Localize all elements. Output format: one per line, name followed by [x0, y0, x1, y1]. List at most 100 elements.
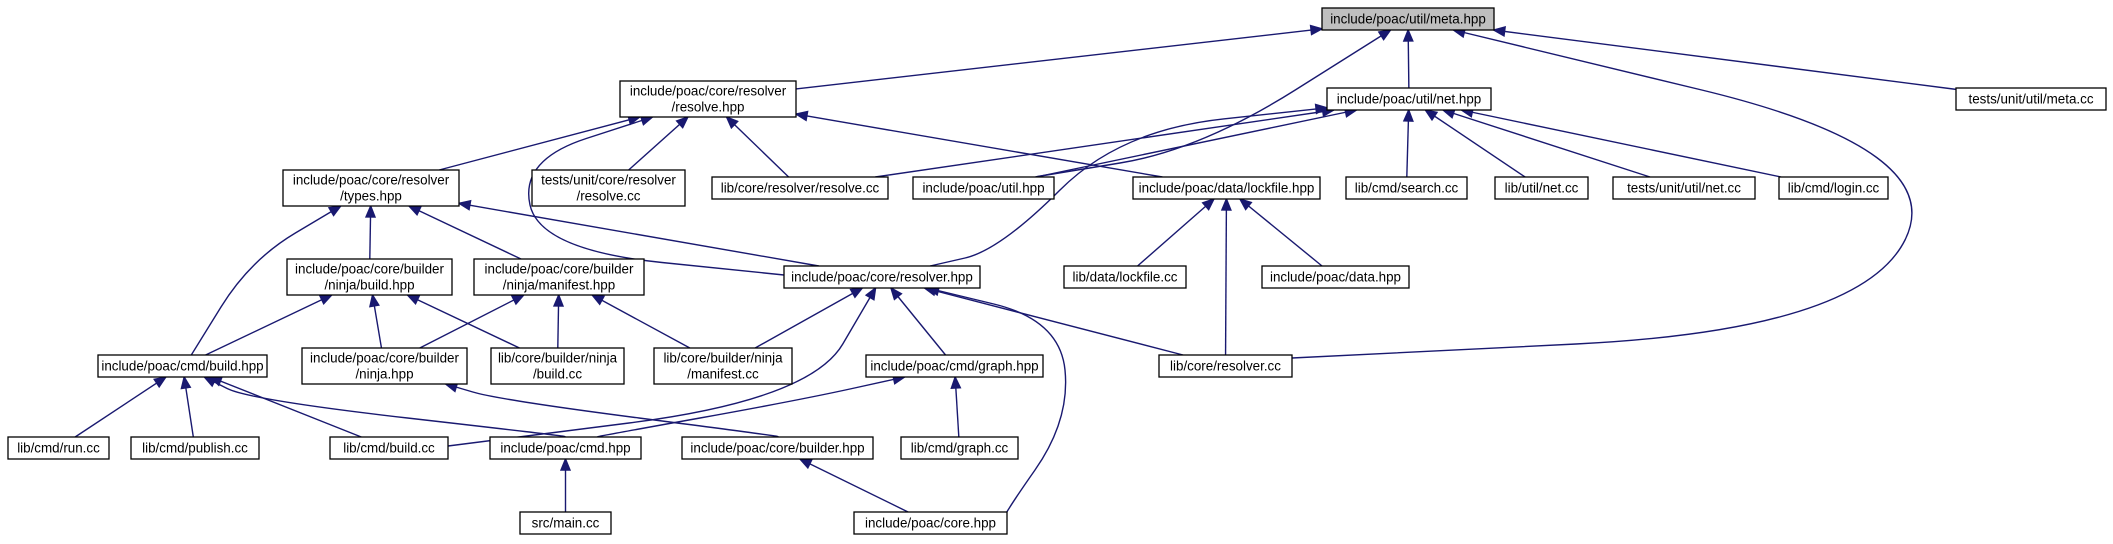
edge-line — [929, 107, 1328, 267]
node-login-cc[interactable]: lib/cmd/login.cc — [1778, 176, 1889, 200]
edge-ninja_hpp-builder_hpp — [443, 381, 779, 438]
edge-resolver_hpp-build_cc — [447, 286, 877, 447]
node-label: /resolve.hpp — [672, 100, 745, 115]
edge-line — [795, 113, 1163, 178]
node-label: include/poac/core/resolver — [630, 84, 787, 99]
node-label: /manifest.cc — [687, 367, 759, 382]
node-ninja-hpp[interactable]: include/poac/core/builder/ninja.hpp — [301, 347, 468, 385]
edge-line — [726, 116, 790, 178]
node-label: /types.hpp — [340, 189, 402, 204]
node-label: include/poac/core.hpp — [865, 516, 996, 531]
node-label: tests/unit/util/meta.cc — [1968, 92, 2093, 107]
edge-line — [596, 376, 905, 438]
node-box — [1158, 354, 1293, 378]
node-label: lib/data/lockfile.cc — [1073, 270, 1178, 285]
edge-line — [1035, 29, 1391, 178]
edge-line — [204, 376, 566, 438]
edge-arrowhead — [407, 205, 422, 217]
node-types-hpp[interactable]: include/poac/core/resolver/types.hpp — [282, 169, 460, 207]
node-search-cc[interactable]: lib/cmd/search.cc — [1345, 176, 1468, 200]
node-label: include/poac/core/resolver — [293, 173, 450, 188]
edge-meta-meta_cc — [1491, 25, 1957, 91]
node-lockfile-hpp[interactable]: include/poac/data/lockfile.hpp — [1132, 176, 1321, 200]
node-test-resolve[interactable]: tests/unit/core/resolver/resolve.cc — [531, 169, 686, 207]
node-box — [1261, 265, 1410, 289]
node-label: include/poac/util/net.hpp — [1337, 92, 1481, 107]
edge-arrowhead — [590, 294, 606, 306]
edge-line — [190, 205, 342, 356]
edge-arrowhead — [675, 115, 690, 129]
edge-builder_hpp-core_hpp — [798, 458, 909, 513]
node-box — [490, 347, 625, 385]
edge-line — [924, 287, 1184, 356]
edge-arrowhead — [1309, 24, 1324, 36]
node-meta[interactable]: include/poac/util/meta.hpp — [1321, 7, 1495, 31]
node-label: lib/cmd/search.cc — [1355, 181, 1459, 196]
node-box — [1494, 176, 1589, 200]
node-nb-hpp[interactable]: include/poac/core/builder/ninja/build.hp… — [286, 258, 453, 296]
edge-arrowhead — [1402, 108, 1414, 122]
node-label: lib/cmd/login.cc — [1788, 181, 1880, 196]
edge-types_hpp-nm_hpp — [407, 205, 522, 260]
edge-line — [799, 458, 909, 513]
edge-arrowhead — [457, 199, 472, 211]
node-main-cc[interactable]: src/main.cc — [519, 511, 612, 535]
node-box — [653, 347, 793, 385]
edge-arrowhead — [153, 375, 168, 389]
edge-line — [1224, 198, 1228, 356]
edge-line — [1424, 109, 1526, 178]
edge-line — [1291, 29, 1913, 359]
edge-resolver_hpp-core_hpp — [925, 285, 1067, 521]
node-nm-cc[interactable]: lib/core/builder/ninja/manifest.cc — [653, 347, 793, 385]
node-label: lib/core/resolver/resolve.cc — [721, 181, 880, 196]
node-label: lib/cmd/run.cc — [17, 441, 100, 456]
node-label: include/poac/util/meta.hpp — [1330, 12, 1486, 27]
node-cmd-hpp[interactable]: include/poac/cmd.hpp — [489, 436, 642, 460]
node-meta-cc[interactable]: tests/unit/util/meta.cc — [1955, 87, 2107, 111]
node-publish-cc[interactable]: lib/cmd/publish.cc — [130, 436, 260, 460]
edge-arrowhead — [1314, 103, 1329, 115]
edge-arrowhead — [180, 375, 192, 390]
edge-lockfile_hpp-lockfile_cc — [1137, 197, 1216, 267]
node-data-hpp[interactable]: include/poac/data.hpp — [1261, 265, 1410, 289]
node-build-cc[interactable]: lib/cmd/build.cc — [329, 436, 449, 460]
node-graph-hpp[interactable]: include/poac/cmd/graph.hpp — [865, 354, 1044, 378]
node-box — [97, 354, 268, 378]
node-util-hpp[interactable]: include/poac/util.hpp — [912, 176, 1055, 200]
node-lockfile-cc[interactable]: lib/data/lockfile.cc — [1063, 265, 1187, 289]
node-test-net[interactable]: tests/unit/util/net.cc — [1612, 176, 1756, 200]
node-resolver-cc[interactable]: lib/core/resolver.cc — [1158, 354, 1293, 378]
edge-line — [927, 287, 1067, 521]
node-graph-cc[interactable]: lib/cmd/graph.cc — [900, 436, 1019, 460]
node-builder-hpp[interactable]: include/poac/core/builder.hpp — [681, 436, 874, 460]
node-label: /ninja/build.hpp — [324, 278, 414, 293]
edge-net_hpp-net_cc — [1423, 108, 1526, 178]
node-box — [301, 347, 468, 385]
node-nb-cc[interactable]: lib/core/builder/ninja/build.cc — [490, 347, 625, 385]
edge-cmd_hpp-main_cc — [559, 457, 572, 512]
edge-line — [1035, 109, 1357, 178]
node-cmdbuild-hpp[interactable]: include/poac/cmd/build.hpp — [97, 354, 268, 378]
edge-arrowhead — [1238, 197, 1253, 211]
node-label: lib/core/resolver.cc — [1170, 359, 1281, 374]
node-nm-hpp[interactable]: include/poac/core/builder/ninja/manifest… — [473, 258, 645, 296]
edge-nb_hpp-nb_cc — [405, 294, 520, 349]
node-run-cc[interactable]: lib/cmd/run.cc — [7, 436, 110, 460]
node-box — [1132, 176, 1321, 200]
node-resolve-cc[interactable]: lib/core/resolver/resolve.cc — [711, 176, 889, 200]
node-core-hpp[interactable]: include/poac/core.hpp — [853, 511, 1008, 535]
node-box — [286, 258, 453, 296]
node-box — [1326, 87, 1492, 111]
node-label: include/poac/core/builder.hpp — [690, 441, 864, 456]
node-box — [130, 436, 260, 460]
edge-line — [1239, 198, 1323, 267]
node-resolver-hpp[interactable]: include/poac/core/resolver.hpp — [783, 265, 981, 289]
node-net-cc[interactable]: lib/util/net.cc — [1494, 176, 1589, 200]
node-label: /ninja.hpp — [355, 367, 413, 382]
node-label: include/poac/cmd/build.hpp — [101, 359, 263, 374]
edge-line — [458, 202, 819, 267]
edge-arrowhead — [1423, 108, 1439, 122]
node-resolve-hpp[interactable]: include/poac/core/resolver/resolve.hpp — [619, 80, 797, 118]
node-net-hpp[interactable]: include/poac/util/net.hpp — [1326, 87, 1492, 111]
